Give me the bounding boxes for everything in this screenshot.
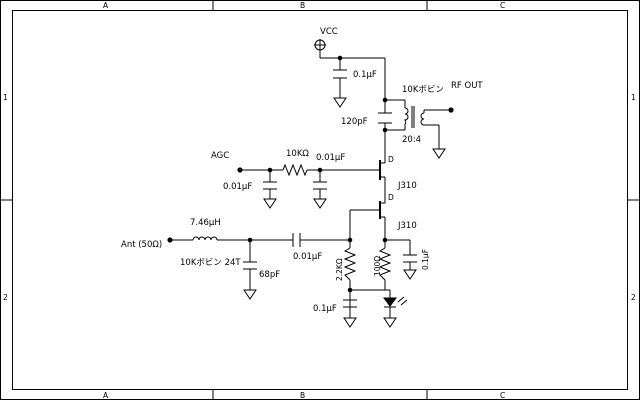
vcc-terminal[interactable] [314, 39, 326, 51]
rf-out-terminal[interactable] [448, 107, 454, 113]
zone-col-b-bottom: B [300, 391, 305, 400]
ground-symbol-input-shunt [243, 289, 257, 300]
capacitor-input-shunt [243, 261, 257, 270]
inductor-input-icon [192, 236, 218, 241]
zone-row-2-left: 2 [3, 293, 8, 302]
ground-symbol-secondary [432, 148, 446, 159]
capacitor-source-label: 0.1μF [421, 249, 430, 270]
zone-col-b-top: B [300, 1, 305, 10]
junction-agc-left [267, 167, 273, 173]
capacitor-agc-left [263, 181, 277, 190]
jfet-upper-label: J310 [397, 181, 417, 191]
zone-row-1-right: 1 [631, 93, 636, 102]
junction-tank-bottom [382, 127, 388, 133]
frame-zone-labels: A B C A B C 1 2 1 2 [3, 1, 636, 400]
junction-input-shunt [247, 237, 253, 243]
capacitor-vcc-label: 0.1μF [353, 70, 377, 80]
transformer-core [411, 106, 415, 128]
zone-col-c-top: C [500, 1, 505, 10]
agc-wiring [240, 169, 380, 199]
resistor-agc [282, 163, 308, 177]
ground-symbol-agc-right [313, 198, 327, 209]
rf-out-label: RF OUT [451, 81, 483, 91]
capacitor-input-shunt-label: 68pF [259, 270, 280, 280]
junction-tank-top [382, 97, 388, 103]
zone-row-1-left: 1 [3, 93, 8, 102]
antenna-label: Ant (50Ω) [121, 240, 162, 250]
led-icon [383, 296, 408, 318]
inductor-detail-label: 10Kボビン 24T [180, 258, 241, 268]
junction-gate [347, 237, 353, 243]
junction-source [382, 237, 388, 243]
resistor-source-label: 100Ω [373, 256, 382, 276]
ground-symbol-vcc-cap [333, 97, 347, 108]
resistor-agc-label: 10KΩ [286, 149, 309, 159]
resistor-source [378, 247, 392, 281]
inner-border [12, 10, 628, 390]
ground-symbol-led [383, 317, 397, 328]
input-wiring [170, 209, 411, 318]
capacitor-gate-bypass [343, 299, 357, 308]
resistor-gate [343, 247, 357, 281]
vcc-wiring [319, 50, 386, 158]
coil-ratio-label: 20:4 [402, 135, 421, 145]
capacitor-input-series-label: 0.01μF [293, 252, 322, 262]
zone-col-c-bottom: C [500, 391, 505, 400]
junction-agc-right [317, 167, 323, 173]
jfet-upper [379, 158, 386, 196]
capacitor-agc-series-label: 0.01μF [316, 153, 345, 163]
agc-label: AGC [211, 151, 229, 161]
capacitor-source [403, 254, 417, 263]
jfet-lower-label: J310 [397, 221, 417, 231]
inductor-value-label: 7.46μH [190, 218, 221, 228]
tank-wiring [385, 99, 406, 131]
capacitor-input-series [292, 233, 301, 247]
jfet-upper-drain-pin: D [388, 155, 394, 164]
zone-col-a-top: A [103, 1, 109, 10]
ground-symbol-agc-left [263, 198, 277, 209]
resistor-gate-label: 2.2KΩ [335, 258, 344, 281]
capacitor-agc-right [313, 181, 327, 190]
jfet-lower [379, 196, 386, 240]
coil-secondary-icon [420, 112, 425, 126]
junction-vcc [337, 55, 343, 61]
zone-col-a-bottom: A [103, 391, 109, 400]
ground-symbol-source-cap [403, 269, 417, 280]
gate-bottom-wiring [350, 289, 391, 298]
jfet-lower-drain-pin: D [388, 193, 394, 202]
capacitor-tank [378, 112, 392, 124]
vcc-label: VCC [320, 27, 338, 37]
capacitor-gate-label: 0.1μF [313, 304, 337, 314]
secondary-wiring [423, 109, 451, 149]
capacitor-vcc-bypass [333, 69, 347, 79]
coil-primary-icon [403, 107, 409, 125]
coil-bobbin-label: 10Kボビン [402, 85, 444, 95]
capacitor-tank-label: 120pF [341, 117, 368, 127]
capacitor-agc-gnd-label: 0.01μF [223, 182, 252, 192]
zone-row-2-right: 2 [631, 293, 636, 302]
ground-symbol-gate [343, 317, 357, 328]
